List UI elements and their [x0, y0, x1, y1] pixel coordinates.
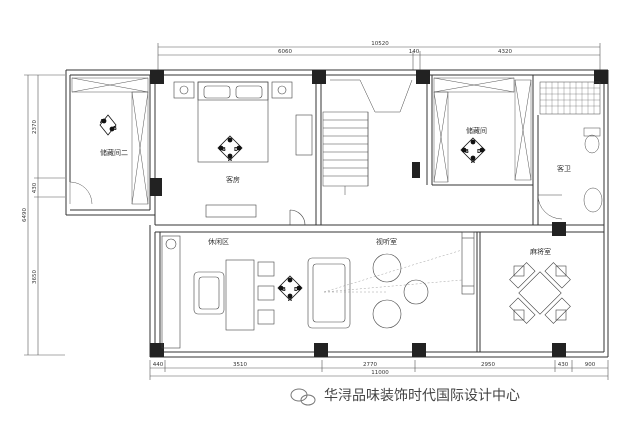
- leisure-furniture: [161, 235, 275, 349]
- marker-leisure-d: D: [294, 287, 298, 293]
- av-room-furniture: [307, 231, 475, 329]
- bathroom-fixtures: [537, 81, 603, 220]
- mahjong-table-set: [509, 262, 571, 324]
- room-label-leisure: 休闲区: [208, 237, 229, 246]
- dim-left-1: 2370: [32, 120, 38, 134]
- dim-bottom-4: 2950: [481, 362, 495, 368]
- room-label-storage: 储藏间: [466, 126, 487, 135]
- marker-storage-c: C: [471, 140, 475, 146]
- marker-storage2: A B: [99, 114, 117, 136]
- structural-columns: [150, 70, 608, 357]
- wechat-icon: [290, 388, 316, 406]
- guest-bed: [173, 81, 313, 226]
- marker-storage: C B D A: [460, 137, 486, 165]
- watermark-text: 华浔品味装饰时代国际设计中心: [324, 388, 520, 404]
- storage-shelving: [433, 77, 532, 183]
- top-dimension-lines: [157, 43, 601, 70]
- walls: [65, 69, 609, 358]
- marker-leisure: C B D A: [277, 275, 303, 303]
- bottom-dimension-lines: [149, 360, 609, 380]
- marker-guest-b: B: [222, 147, 226, 153]
- dim-top-3: 4320: [498, 49, 512, 55]
- marker-storage-a: A: [471, 159, 475, 165]
- storage2-shelving: [69, 77, 149, 205]
- room-label-mahjong: 麻将室: [530, 247, 551, 256]
- left-dimension-lines: [24, 74, 65, 356]
- dim-left-2: 430: [32, 182, 38, 193]
- marker-guest-d: D: [234, 147, 238, 153]
- room-label-storage2: 储藏间二: [100, 148, 128, 157]
- marker-storage-b: B: [465, 149, 469, 155]
- marker-leisure-c: C: [288, 278, 292, 284]
- av-projection-lines: [323, 249, 463, 293]
- dim-top-total: 10520: [371, 41, 389, 47]
- marker-storage-d: D: [477, 149, 481, 155]
- dim-bottom-1: 440: [153, 362, 164, 368]
- marker-guest-c: C: [228, 138, 232, 144]
- dim-bottom-2: 3510: [233, 362, 247, 368]
- room-label-av-room: 视听室: [376, 237, 397, 246]
- dim-bottom-total: 11000: [371, 370, 389, 376]
- dim-bottom-5: 430: [558, 362, 569, 368]
- marker-leisure-a: A: [288, 297, 292, 303]
- marker-storage2-a: A: [100, 119, 104, 125]
- dim-left-3: 3650: [32, 270, 38, 284]
- dim-left-total: 6490: [22, 208, 28, 222]
- marker-guest-a: A: [228, 157, 232, 163]
- dim-bottom-6: 900: [585, 362, 596, 368]
- staircase: [322, 79, 413, 195]
- marker-guest-bedroom: C B D A: [217, 135, 243, 163]
- marker-storage2-b: B: [113, 126, 117, 132]
- room-label-guest-bath: 客卫: [557, 164, 571, 173]
- dim-top-2: 140: [409, 49, 420, 55]
- room-label-guest-bedroom: 客房: [226, 175, 240, 184]
- dim-bottom-3: 2770: [363, 362, 377, 368]
- dim-top-1: 6060: [278, 49, 292, 55]
- marker-leisure-b: B: [282, 287, 286, 293]
